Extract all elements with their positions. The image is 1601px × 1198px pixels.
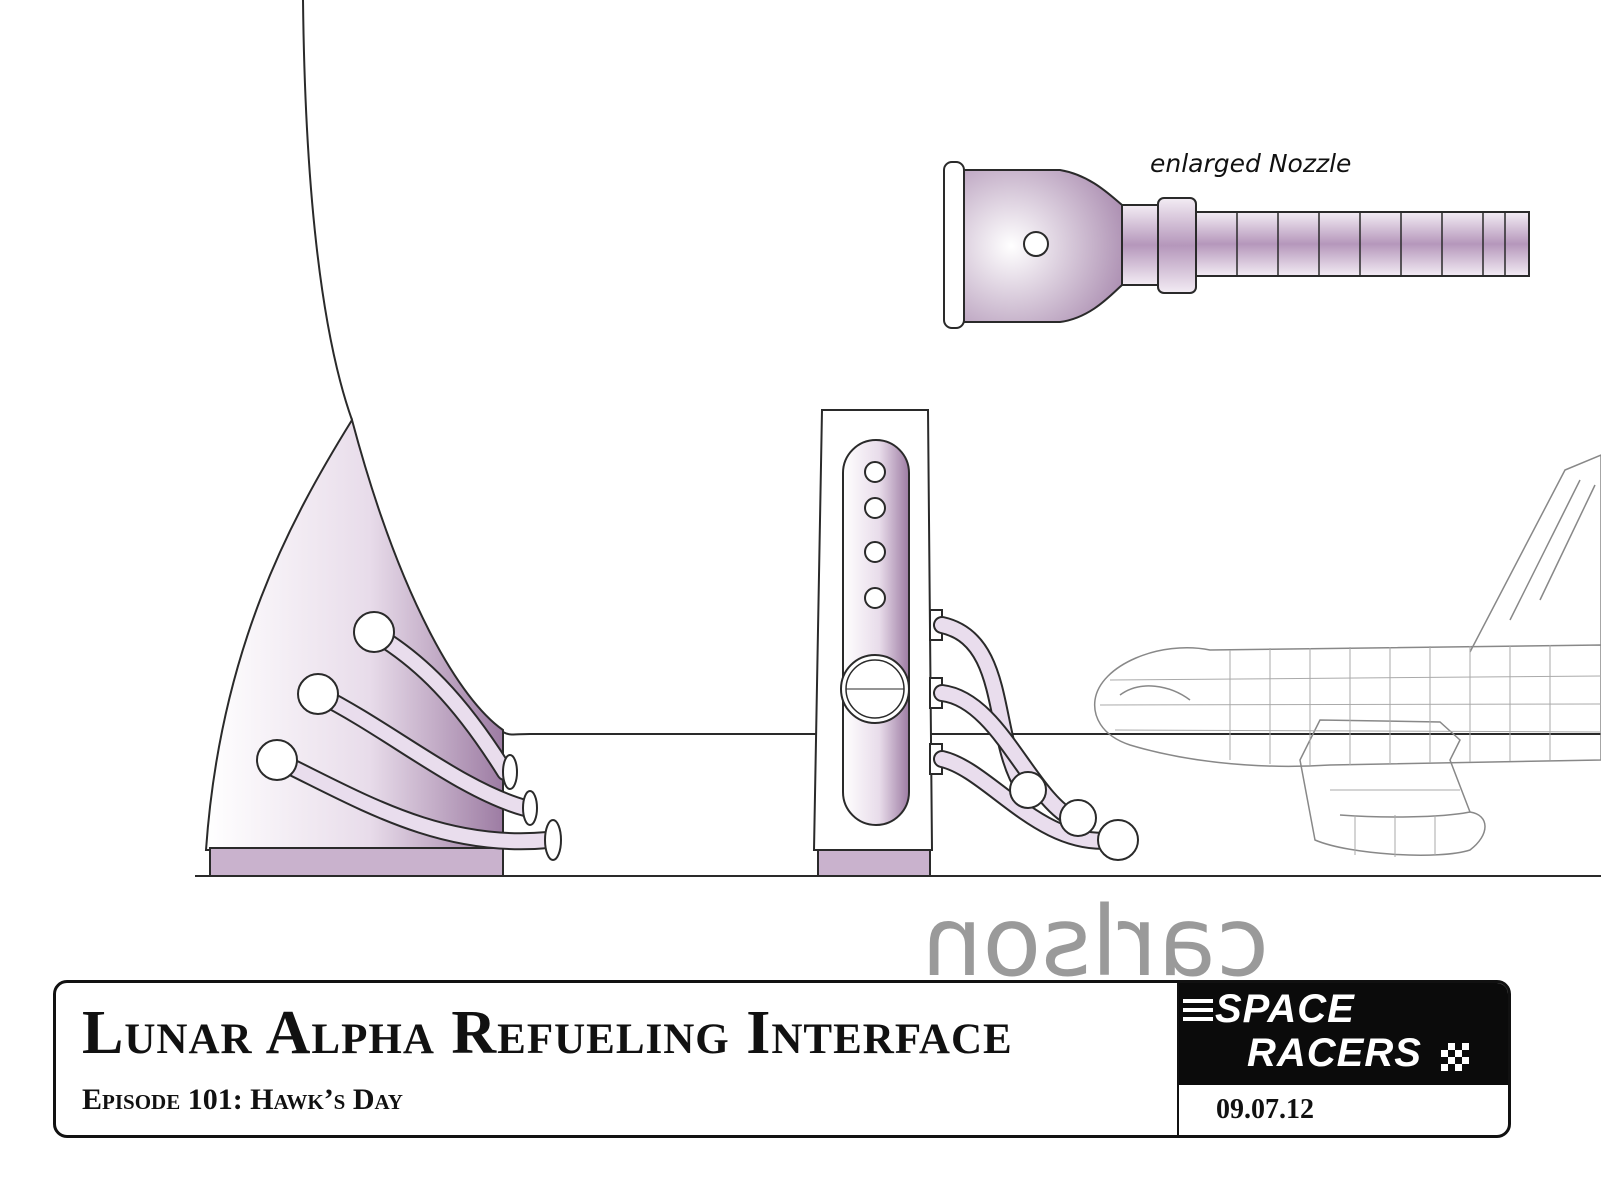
- logo-speed-line: [1183, 1017, 1213, 1021]
- logo-text-line2: RACERS: [1247, 1031, 1422, 1075]
- enlarged-nozzle: [943, 161, 1530, 329]
- date-label: 09.07.12: [1216, 1094, 1314, 1125]
- pump-hoses: [929, 609, 1139, 861]
- page-title: Lunar Alpha Refueling Interface: [82, 999, 1013, 1067]
- wireframe-spacecraft: [1093, 454, 1601, 857]
- space-racers-logo: SPACE RACERS: [1179, 983, 1508, 1085]
- episode-subtitle: Episode 101: Hawk’s Day: [82, 1083, 403, 1116]
- fuel-tower: [204, 0, 504, 877]
- logo-speed-line: [1183, 1008, 1213, 1012]
- watermark: carlson: [922, 886, 1269, 998]
- checkered-flag-icon: [1441, 1043, 1469, 1071]
- tower-hoses: [256, 611, 562, 861]
- logo-text-line1: SPACE: [1215, 987, 1355, 1031]
- title-block-divider: [1177, 983, 1179, 1135]
- logo-speed-line: [1183, 999, 1213, 1003]
- nozzle-annotation: enlarged Nozzle: [1150, 149, 1351, 178]
- fuel-pump-column: [812, 409, 934, 877]
